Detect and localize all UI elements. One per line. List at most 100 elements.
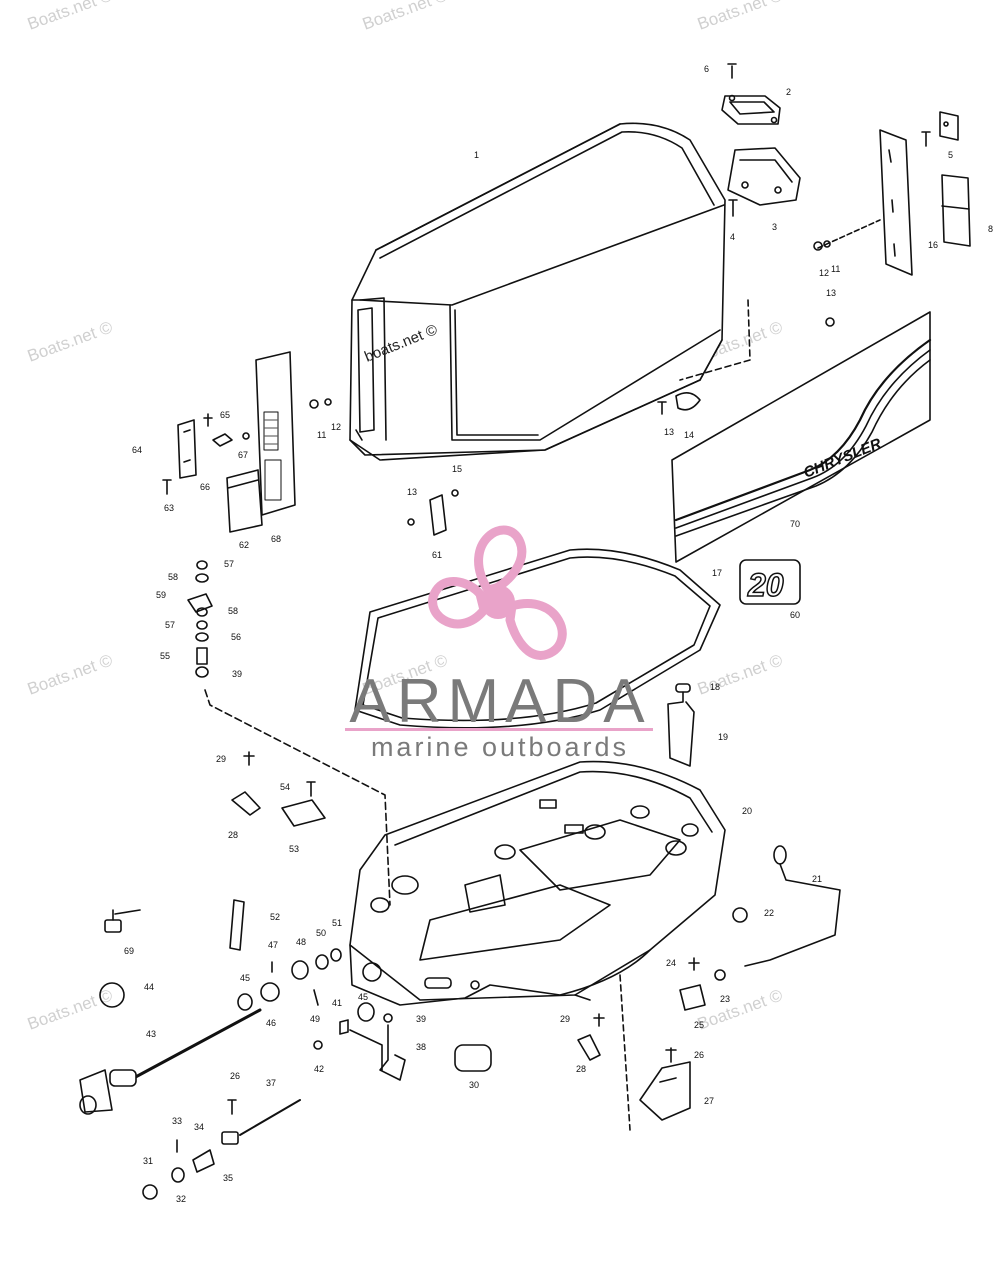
part-11-nut — [309, 399, 319, 409]
parts-45-51-row — [237, 948, 375, 1035]
propeller-icon — [428, 525, 567, 660]
part-label-45a: 45 — [240, 973, 250, 983]
part-label-48: 48 — [296, 937, 306, 947]
part-label-14: 14 — [684, 430, 694, 440]
part-16-bracket — [813, 129, 913, 276]
part-label-19: 19 — [718, 732, 728, 742]
part-label-28a: 28 — [228, 830, 238, 840]
part-69-fitting — [104, 909, 141, 933]
watermark: Boats.net © — [25, 650, 116, 698]
part-label-65: 65 — [220, 410, 230, 420]
drawing-layer — [79, 63, 971, 1200]
part-label-67: 67 — [238, 450, 248, 460]
part-label-13c: 13 — [407, 487, 417, 497]
part-20-lower-pan — [349, 760, 726, 1006]
armada-logo: ARMADA marine outboards — [345, 525, 653, 762]
leader-dashed — [619, 974, 631, 1131]
part-label-15: 15 — [452, 464, 462, 474]
part-label-1: 1 — [474, 150, 479, 160]
part-label-25: 25 — [694, 1020, 704, 1030]
brand-tagline: marine outboards — [371, 732, 629, 762]
engine-hood-cover — [349, 122, 726, 461]
part-label-31: 31 — [143, 1156, 153, 1166]
part-label-63: 63 — [164, 503, 174, 513]
part-label-4: 4 — [730, 232, 735, 242]
part-label-49: 49 — [310, 1014, 320, 1024]
watermark: Boats.net © — [695, 650, 786, 698]
part-label-39b: 39 — [416, 1014, 426, 1024]
watermark: Boats.net © — [695, 985, 786, 1033]
part-label-12a: 12 — [331, 422, 341, 432]
part-label-55: 55 — [160, 651, 170, 661]
part-label-33: 33 — [172, 1116, 182, 1126]
part-label-54: 54 — [280, 782, 290, 792]
watermark: Boats.net © — [25, 0, 116, 34]
part-label-41: 41 — [332, 998, 342, 1008]
part-label-27: 27 — [704, 1096, 714, 1106]
part-62-decal — [226, 469, 263, 533]
part-64-latch — [177, 413, 250, 479]
part-30-grommet — [454, 1044, 492, 1072]
part-label-59: 59 — [156, 590, 166, 600]
part-label-51: 51 — [332, 918, 342, 928]
part-2-bracket — [721, 63, 781, 125]
part-label-12b: 12 — [819, 268, 829, 278]
part-label-46: 46 — [266, 1018, 276, 1028]
part-label-29a: 29 — [216, 754, 226, 764]
part-43-handle — [79, 1008, 262, 1115]
part-38-linkage — [379, 1013, 406, 1081]
part-label-52: 52 — [270, 912, 280, 922]
watermark: Boats.net © — [25, 317, 116, 365]
part-14-latch — [657, 392, 701, 415]
brand-name: ARMADA — [349, 667, 650, 736]
part-label-3: 3 — [772, 222, 777, 232]
part-label-70: 70 — [790, 519, 800, 529]
part-label-26b: 26 — [230, 1071, 240, 1081]
part-label-5: 5 — [948, 150, 953, 160]
part-label-62: 62 — [239, 540, 249, 550]
parts-55-59-stack — [187, 560, 213, 678]
part-label-23: 23 — [720, 994, 730, 1004]
part-label-34: 34 — [194, 1122, 204, 1132]
part-label-43: 43 — [146, 1029, 156, 1039]
part-27-bracket — [639, 1047, 691, 1121]
part-label-17: 17 — [712, 568, 722, 578]
part-68-grille — [255, 351, 296, 516]
part-label-11b: 11 — [831, 264, 840, 274]
part-label-32: 32 — [176, 1194, 186, 1204]
part-22-nut — [732, 907, 748, 923]
part-42-washer — [313, 1040, 323, 1050]
part-63-screw — [162, 479, 172, 495]
part-label-38: 38 — [416, 1042, 426, 1052]
part-label-57b: 57 — [165, 620, 175, 630]
part-label-60: 60 — [790, 610, 800, 620]
part-label-11a: 11 — [317, 430, 326, 440]
part-label-2: 2 — [786, 87, 791, 97]
part-3-clamp — [727, 147, 801, 217]
part-labels: 1234568111211121313131415161718192021222… — [124, 64, 993, 1204]
part-19-bracket — [667, 683, 695, 767]
part-60-decal — [739, 559, 801, 605]
part-8-decal — [941, 174, 971, 247]
part-12-washer — [324, 398, 332, 406]
part-28-clip — [231, 751, 605, 1061]
part-label-18: 18 — [710, 682, 720, 692]
part-label-57a: 57 — [224, 559, 234, 569]
part-label-47: 47 — [268, 940, 278, 950]
part-23-washer — [714, 969, 726, 981]
part-37-rod — [142, 1099, 301, 1200]
part-70-side-decal — [671, 311, 932, 563]
part-label-61: 61 — [432, 550, 442, 560]
part-53-plate — [281, 781, 326, 827]
part-label-8: 8 — [988, 224, 993, 234]
part-label-69: 69 — [124, 946, 134, 956]
part-label-13b: 13 — [664, 427, 674, 437]
part-label-6: 6 — [704, 64, 709, 74]
part-label-35: 35 — [223, 1173, 233, 1183]
part-label-58a: 58 — [168, 572, 178, 582]
part-label-56: 56 — [231, 632, 241, 642]
brand-underline — [345, 728, 653, 731]
part-label-68: 68 — [271, 534, 281, 544]
part-label-20: 20 — [742, 806, 752, 816]
